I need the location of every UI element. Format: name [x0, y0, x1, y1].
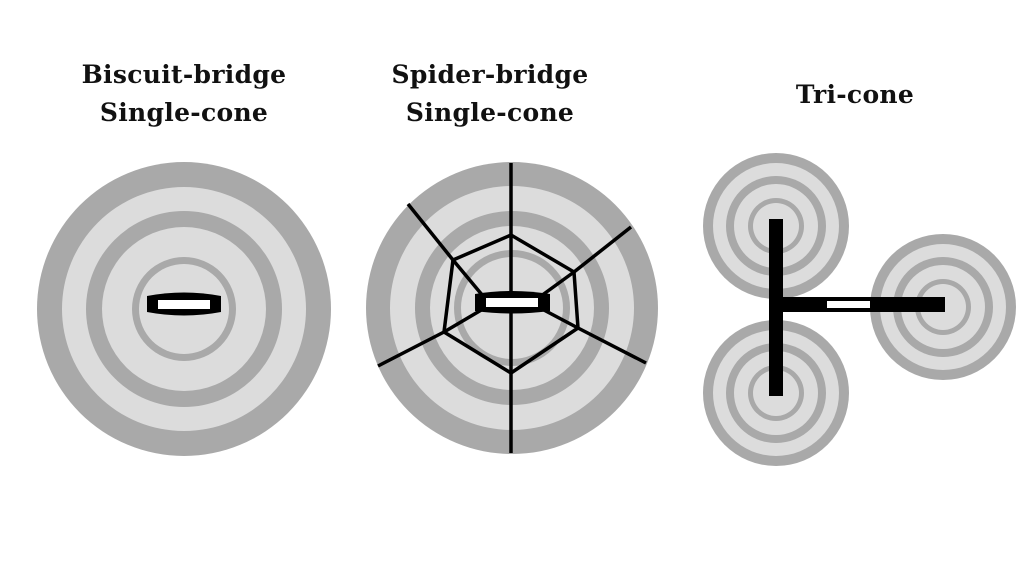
spider-web-icon: [377, 163, 647, 453]
tricone-title-line1: Tri-cone: [795, 80, 915, 109]
biscuit-bridge-title: Biscuit-bridge Single-cone: [34, 56, 334, 132]
biscuit-title-line2: Single-cone: [99, 98, 269, 127]
biscuit-title-line1: Biscuit-bridge: [81, 60, 287, 89]
tricone-title: Tri-cone: [705, 76, 1005, 114]
biscuit-bridge-icon: [147, 292, 221, 316]
spider-title-line2: Single-cone: [405, 98, 575, 127]
tricone-t-bridge-icon: [769, 219, 945, 396]
spider-bridge-title: Spider-bridge Single-cone: [340, 56, 640, 132]
spider-title-line1: Spider-bridge: [391, 60, 589, 89]
spider-bridge-icon: [475, 291, 550, 314]
